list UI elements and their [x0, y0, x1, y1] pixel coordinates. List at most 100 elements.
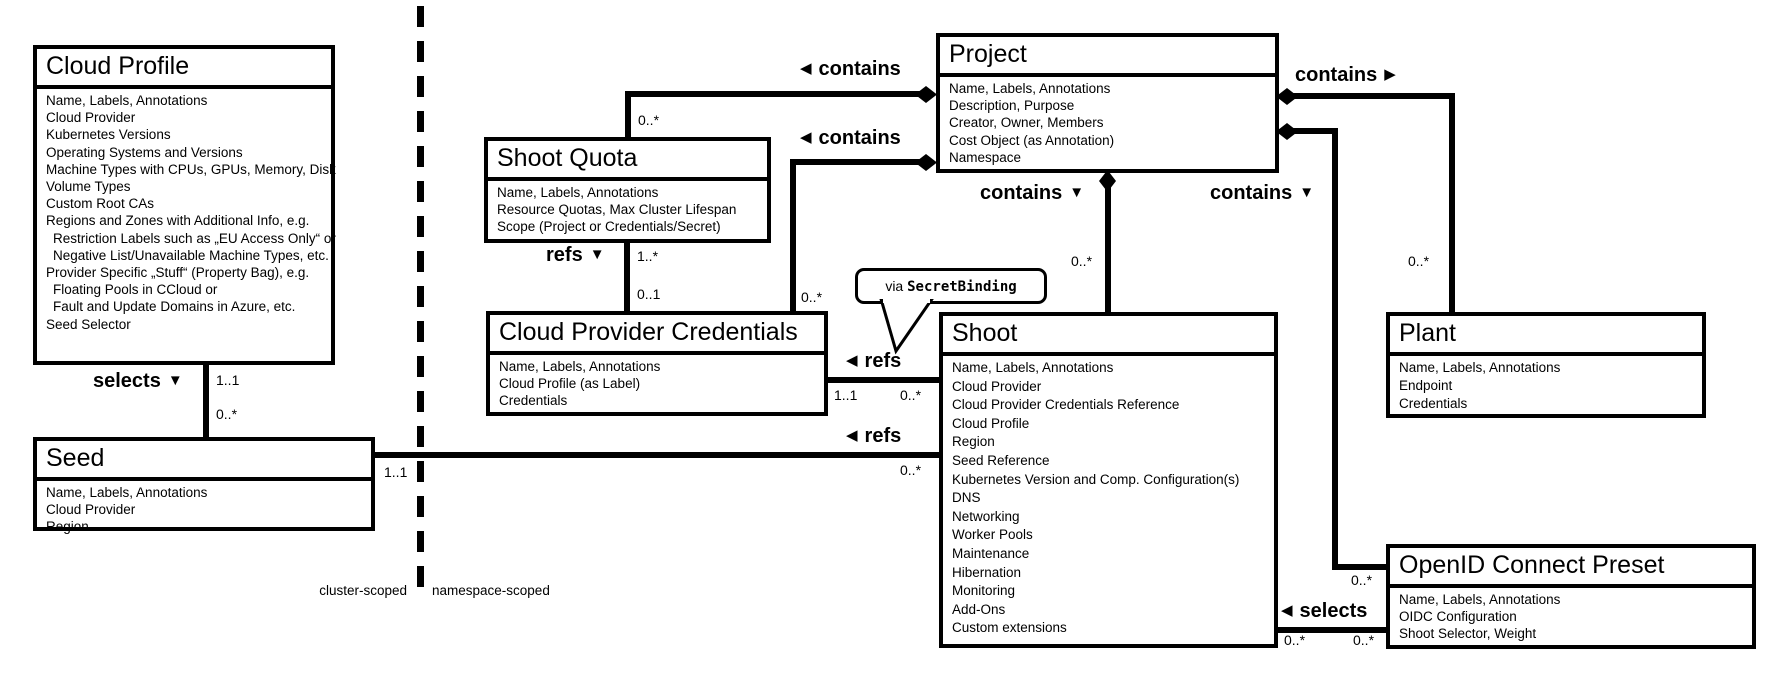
entity-attributes: Name, Labels, Annotations Description, P…: [940, 77, 1275, 166]
multiplicity-label: 0..*: [1351, 572, 1373, 588]
triangle-left-icon: ◀: [846, 352, 858, 369]
scope-divider-dashed-line: [417, 6, 424, 601]
attr-line: Operating Systems and Versions: [46, 144, 243, 160]
relationship-text: selects: [1299, 600, 1368, 622]
multiplicity-label: 1..1: [216, 372, 240, 388]
attr-line: Custom Root CAs: [46, 196, 155, 212]
scope-label-cluster: cluster-scoped: [319, 583, 407, 598]
triangle-right-icon: ▶: [1384, 66, 1396, 83]
multiplicity-label: 0..1: [637, 286, 661, 302]
connector-project-shootquota-h: [625, 91, 923, 97]
relationship-label-contains-plant: contains▶: [1295, 64, 1396, 87]
attr-line: Monitoring: [952, 583, 1016, 599]
multiplicity-label: 1..*: [637, 248, 659, 264]
composition-diamond-icon: [1276, 88, 1298, 105]
callout-tail: [879, 299, 934, 355]
relationship-label-selects-seed: selects ▼: [93, 370, 183, 393]
relationship-label-contains-oidc: contains▼: [1210, 182, 1314, 205]
multiplicity-label: 1..1: [834, 387, 858, 403]
attr-line: Name, Labels, Annotations: [499, 359, 661, 374]
attr-line: Custom extensions: [952, 620, 1067, 636]
multiplicity-label: 0..*: [1353, 632, 1375, 648]
composition-diamond-icon: [915, 86, 937, 103]
relationship-text: refs: [546, 244, 583, 266]
composition-diamond-icon: [915, 154, 937, 171]
connector-project-shootquota-v: [625, 91, 631, 138]
attr-line: Regions and Zones with Additional Info, …: [46, 213, 310, 229]
entity-plant: Plant Name, Labels, Annotations Endpoint…: [1386, 312, 1706, 418]
entity-project: Project Name, Labels, Annotations Descri…: [936, 33, 1279, 173]
connector-shootquota-credentials: [624, 242, 630, 312]
triangle-down-icon: ▼: [1069, 184, 1085, 201]
attr-line: Name, Labels, Annotations: [1399, 360, 1561, 375]
attr-line: Cloud Provider: [952, 378, 1042, 394]
relationship-text: contains: [818, 127, 901, 149]
attr-line: Provider Specific „Stuff“ (Property Bag)…: [46, 265, 310, 281]
connector-shoot-oidc: [1277, 627, 1387, 633]
relationship-text: contains: [818, 58, 901, 80]
triangle-left-icon: ◀: [1281, 602, 1293, 619]
callout-code: SecretBinding: [907, 279, 1017, 295]
connector-cloudprofile-seed: [203, 365, 209, 437]
entity-attributes: Name, Labels, Annotations Resource Quota…: [488, 181, 767, 236]
via-secretbinding-callout: via SecretBinding: [855, 268, 1047, 304]
triangle-down-icon: ▼: [1299, 184, 1315, 201]
multiplicity-label: 1..1: [384, 464, 408, 480]
attr-line: Cloud Profile (as Label): [499, 376, 641, 392]
connector-seed-shoot: [375, 452, 940, 458]
multiplicity-label: 0..*: [900, 387, 922, 403]
triangle-left-icon: ◀: [846, 427, 858, 444]
connector-project-plant-h: [1293, 93, 1455, 99]
attr-line: Name, Labels, Annotations: [46, 485, 208, 500]
attr-line: Restriction Labels such as „EU Access On…: [53, 230, 336, 246]
attr-line: Endpoint: [1399, 378, 1453, 393]
connector-project-oidc-h2: [1332, 564, 1387, 570]
connector-project-plant-v: [1449, 93, 1455, 313]
attr-line: Scope (Project or Credentials/Secret): [497, 219, 721, 235]
relationship-label-contains-shoot: contains▼: [980, 182, 1084, 205]
attr-line: Name, Labels, Annotations: [949, 81, 1111, 96]
entity-attributes: Name, Labels, Annotations Cloud Provider…: [37, 481, 371, 536]
attr-line: OIDC Configuration: [1399, 609, 1517, 625]
entity-attributes: Name, Labels, Annotations Cloud Profile …: [490, 355, 824, 410]
entity-seed: Seed Name, Labels, Annotations Cloud Pro…: [33, 437, 375, 534]
multiplicity-label: 0..*: [1408, 253, 1430, 269]
attr-line: Hibernation: [952, 564, 1022, 580]
callout-prefix: via: [885, 278, 908, 294]
attr-line: Cloud Provider: [46, 502, 136, 518]
relationship-label-refs-quota: refs ▼: [546, 244, 605, 267]
entity-title: Cloud Provider Credentials: [490, 315, 824, 355]
attr-line: Cloud Provider: [46, 110, 136, 126]
multiplicity-label: 0..*: [1284, 632, 1306, 648]
attr-line: Maintenance: [952, 545, 1030, 561]
relationship-label-selects-oidc: ◀ selects: [1281, 600, 1367, 623]
entity-openid-connect-preset: OpenID Connect Preset Name, Labels, Anno…: [1386, 544, 1756, 649]
connector-credentials-shoot: [827, 377, 940, 383]
entity-title: Seed: [37, 441, 371, 481]
triangle-down-icon: ▼: [167, 372, 183, 389]
entity-attributes: Name, Labels, Annotations Endpoint Crede…: [1390, 356, 1702, 413]
connector-project-credentials-v: [790, 159, 796, 312]
relationship-text: selects: [93, 370, 161, 392]
attr-line: Region: [46, 519, 89, 535]
scope-label-namespace: namespace-scoped: [432, 583, 550, 598]
entity-shoot-quota: Shoot Quota Name, Labels, Annotations Re…: [484, 137, 771, 243]
attr-line: Namespace: [949, 149, 1022, 165]
relationship-label-refs-credentials: ◀ refs: [846, 350, 901, 373]
attr-line: Name, Labels, Annotations: [497, 185, 659, 200]
relationship-label-refs-seed: ◀refs: [846, 425, 901, 448]
entity-title: Plant: [1390, 316, 1702, 356]
attr-line: Name, Labels, Annotations: [952, 360, 1114, 375]
attr-line: Name, Labels, Annotations: [46, 93, 208, 108]
relationship-text: refs: [864, 350, 902, 372]
attr-line: Networking: [952, 508, 1020, 524]
attr-line: Description, Purpose: [949, 98, 1075, 114]
triangle-down-icon: ▼: [589, 246, 605, 263]
attr-line: Floating Pools in CCloud or: [53, 282, 218, 298]
attr-line: Creator, Owner, Members: [949, 115, 1104, 131]
entity-attributes: Name, Labels, Annotations OIDC Configura…: [1390, 588, 1752, 643]
entity-title: Project: [940, 37, 1275, 77]
connector-project-oidc-v: [1332, 128, 1338, 570]
multiplicity-label: 0..*: [216, 406, 238, 422]
